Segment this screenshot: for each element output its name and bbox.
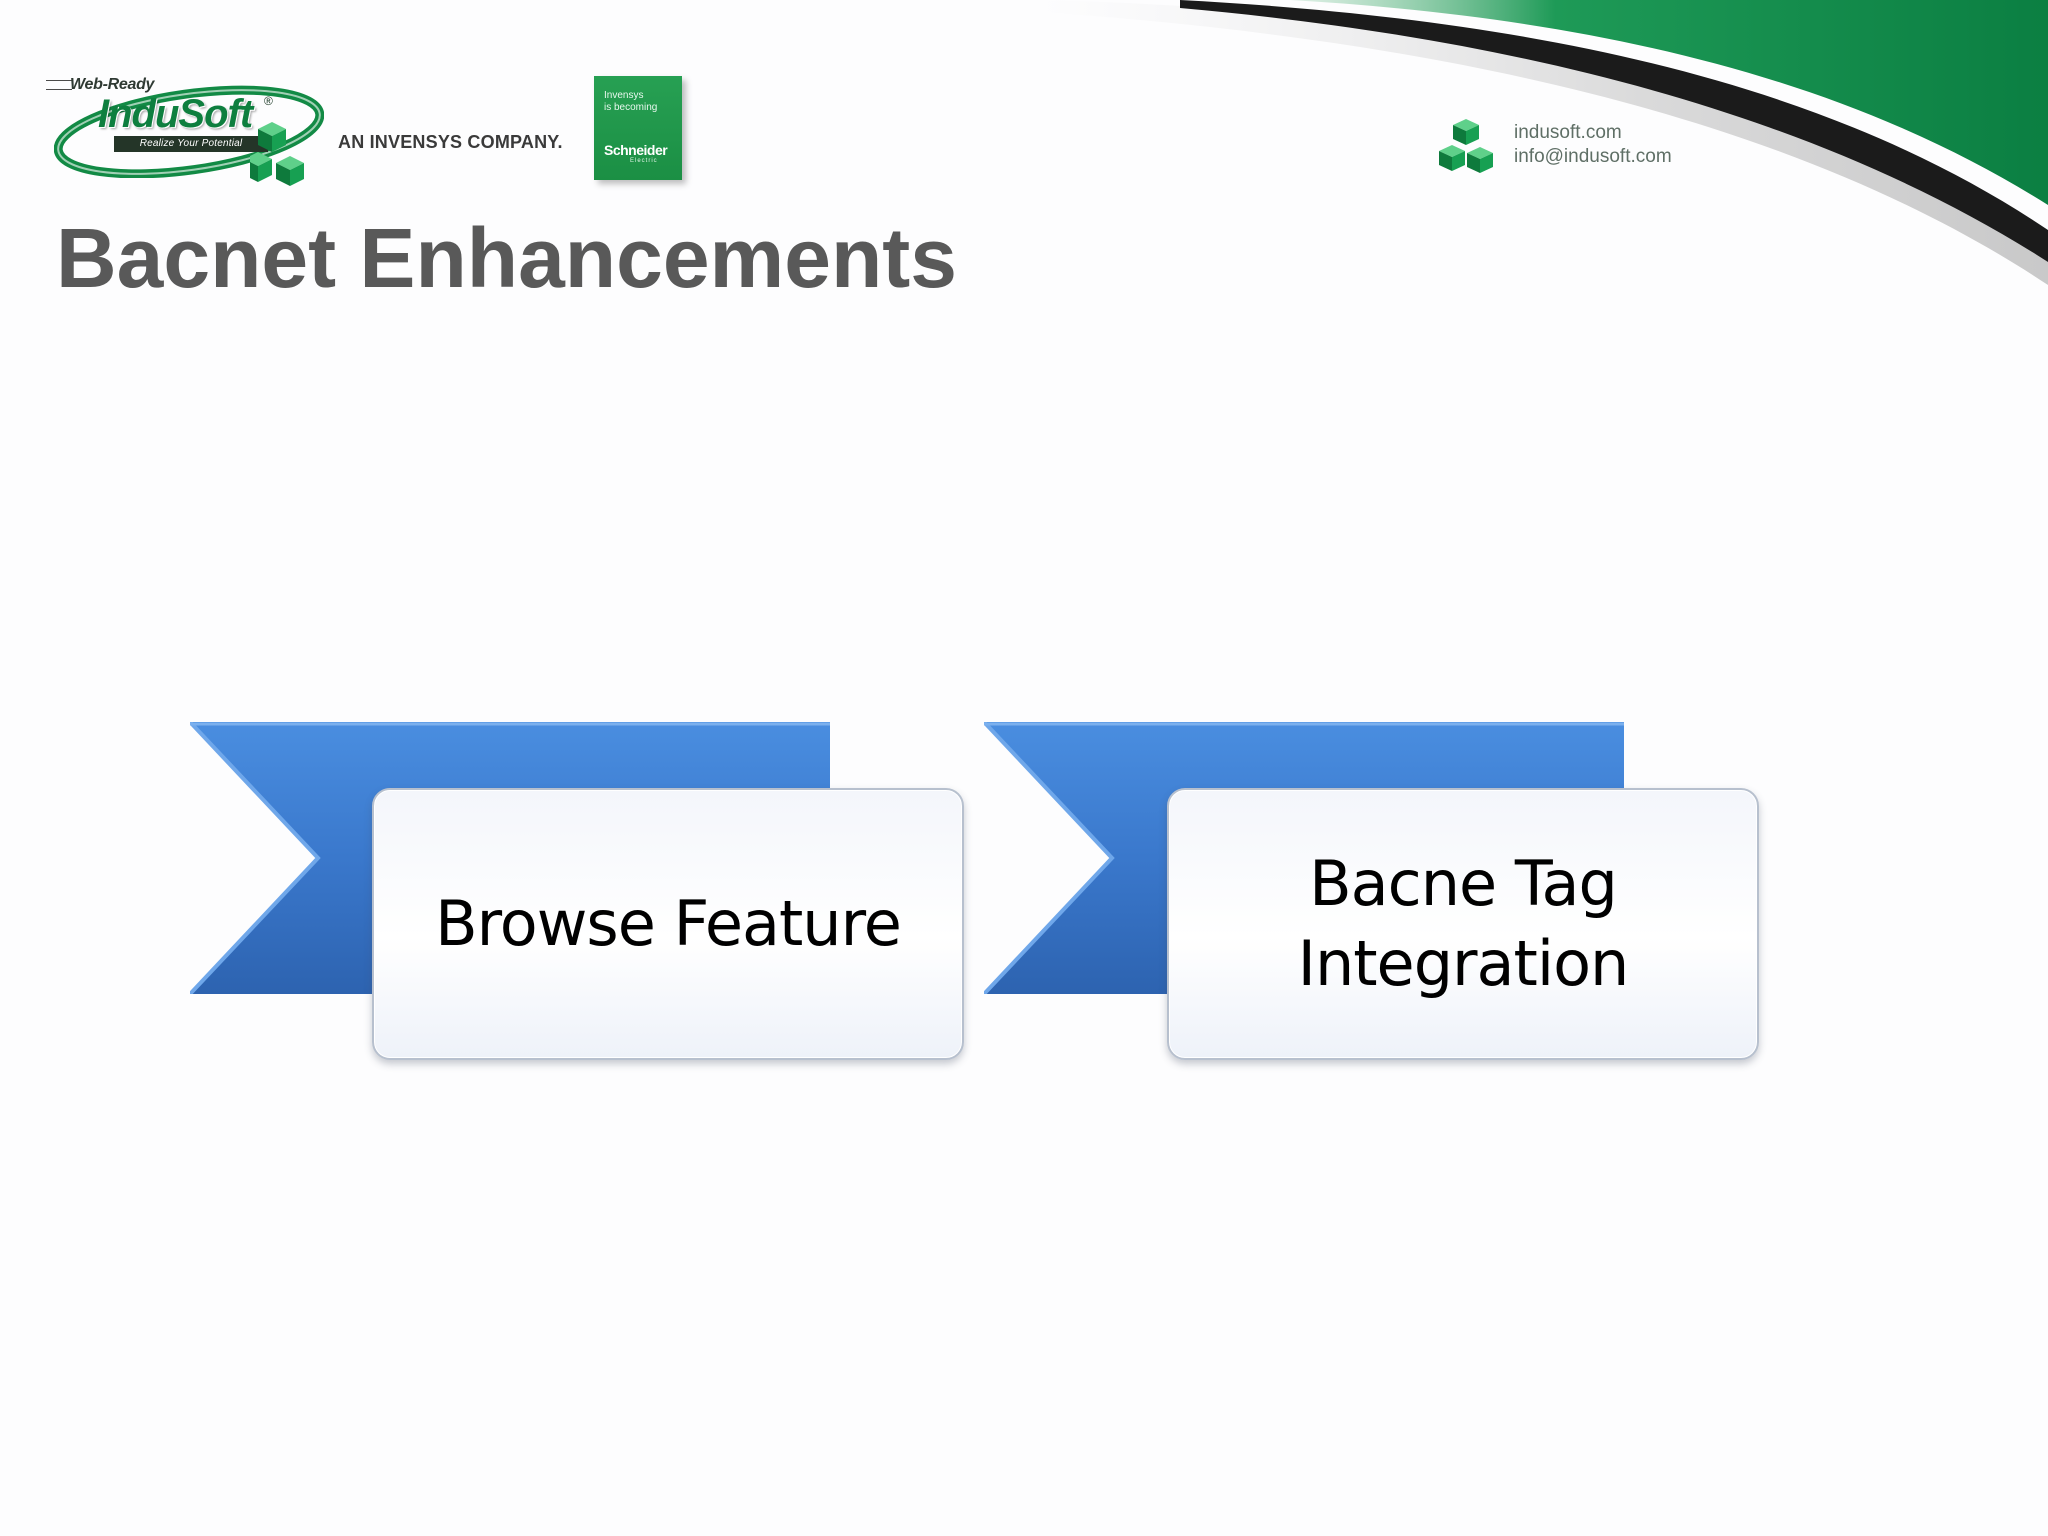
cubes-icon [250,122,304,186]
logo-tagline: Realize Your Potential [114,136,268,152]
registered-mark: ® [264,94,273,108]
contact-info: indusoft.com info@indusoft.com [1438,114,1698,180]
header-swoosh [1040,0,2048,285]
step-label: Browse Feature [435,887,902,960]
invensys-company-text: AN INVENSYS COMPANY. [338,132,563,152]
badge-line-1: Invensys [604,90,644,101]
schneider-electric-text: Electric [630,158,658,164]
step-label: Bacne Tag Integration [1297,847,1630,1000]
website-link[interactable]: indusoft.com [1514,122,1622,143]
indusoft-wordmark: InduSoft [98,92,253,136]
slide-title: Bacnet Enhancements [56,211,957,305]
web-ready-text: Web-Ready [70,76,155,93]
indusoft-logo: Web-Ready InduSoft ® Realize Your Potent… [46,70,706,200]
email-link[interactable]: info@indusoft.com [1514,146,1672,167]
cubes-icon [1439,119,1493,173]
web-ready-lines [46,80,72,90]
badge-line-2: is becoming [604,102,658,113]
schneider-badge: Invensys is becoming Schneider Electric [594,76,682,180]
schneider-wordmark: Schneider [604,142,668,158]
step-card: Bacne Tag Integration [1167,788,1759,1060]
step-card: Browse Feature [372,788,964,1060]
logo-ring-icon [54,85,324,178]
